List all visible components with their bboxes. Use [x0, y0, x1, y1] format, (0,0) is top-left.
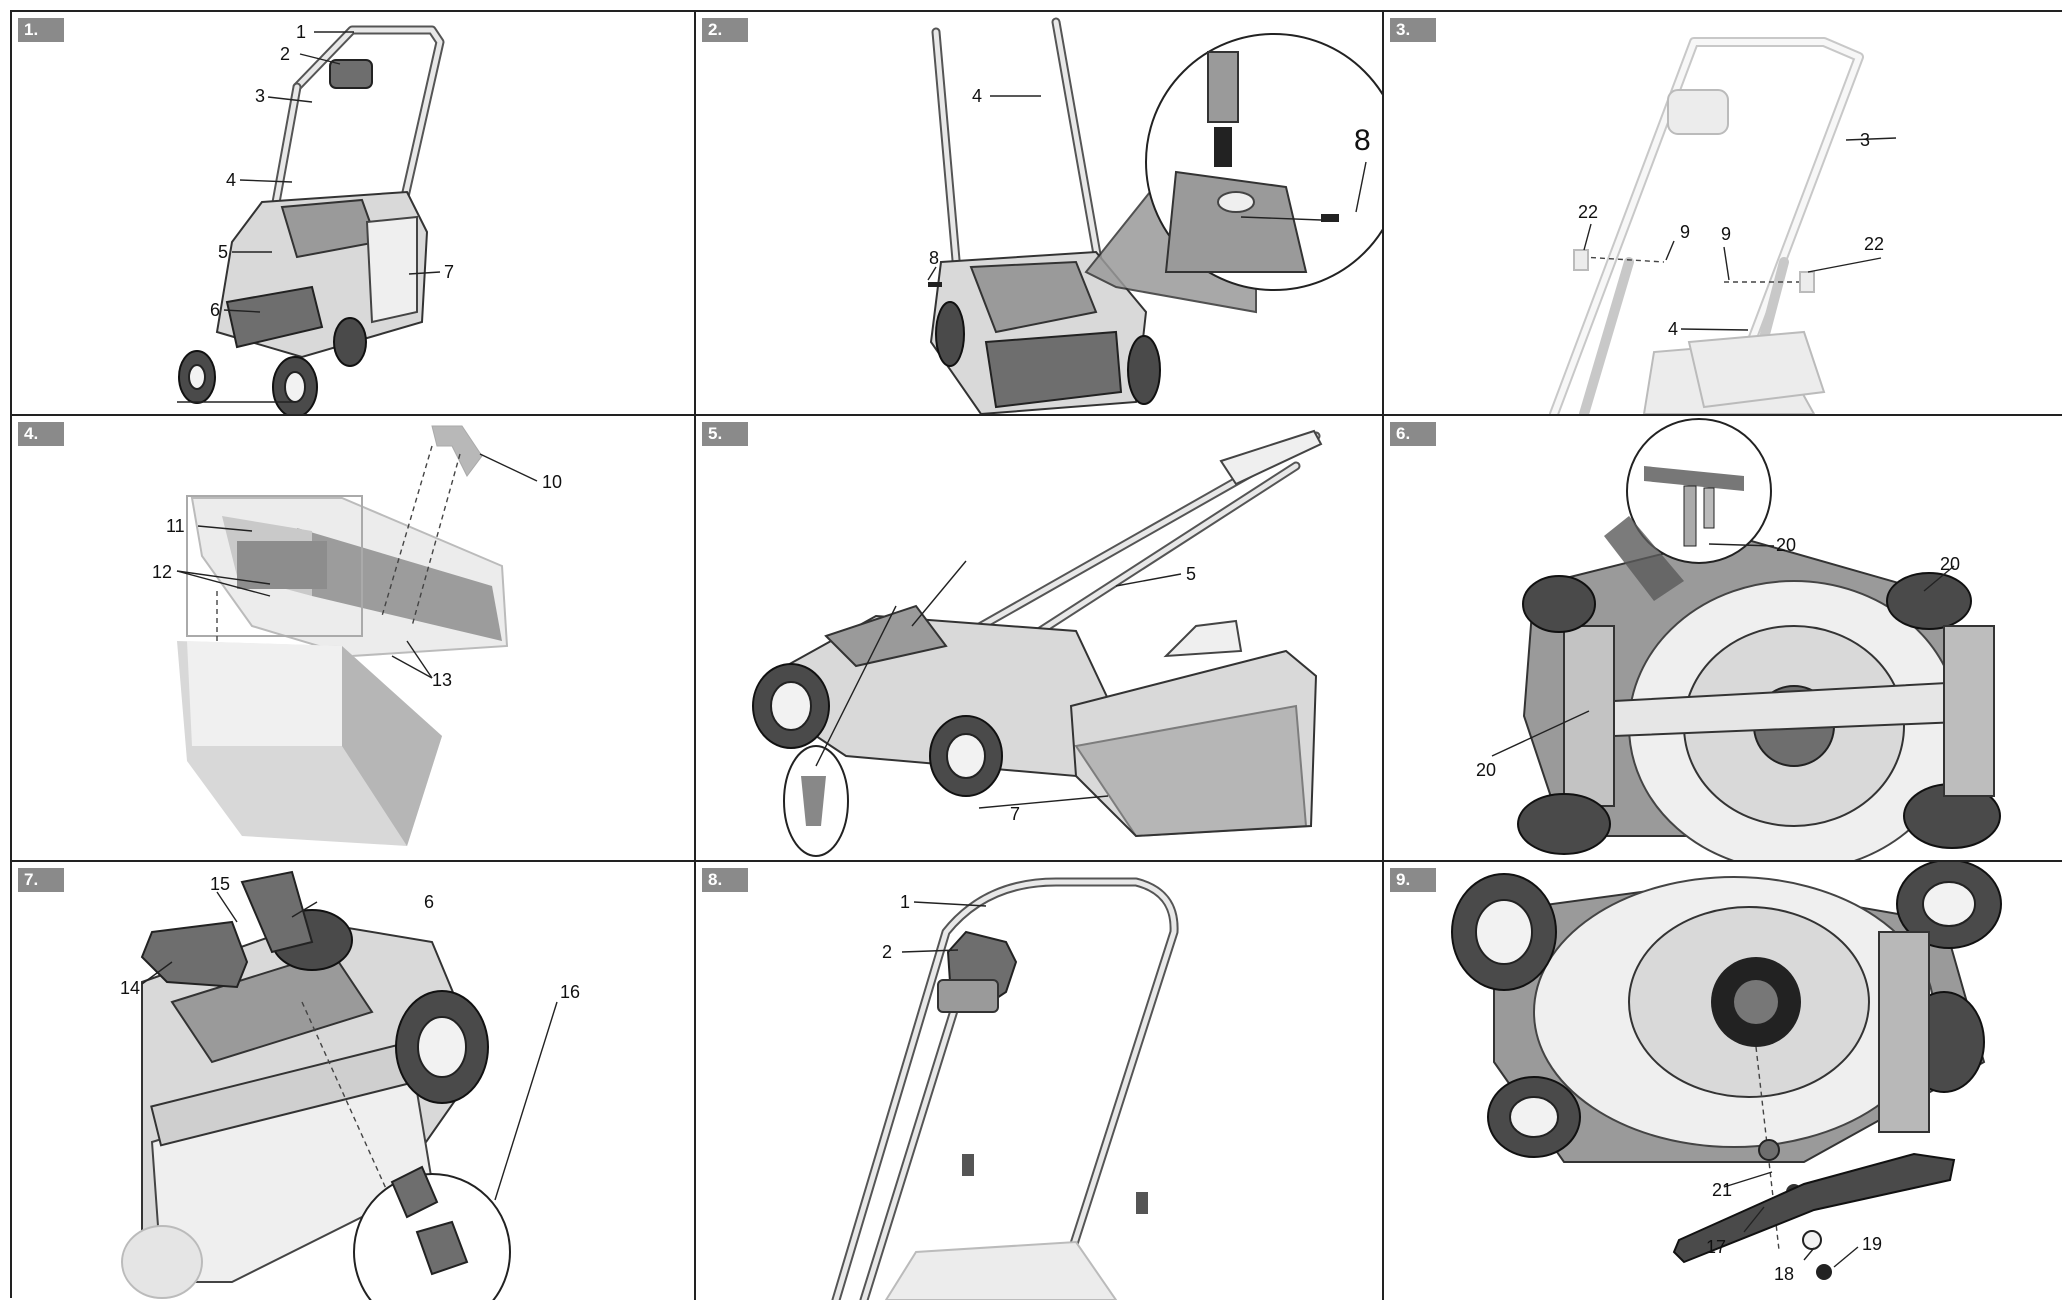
- panel-8-safety-switch-handle: 1 2 8.: [696, 862, 1382, 1300]
- callout-5: 5: [218, 242, 228, 262]
- callout-21: 21: [1712, 1180, 1732, 1200]
- callout-1: 1: [296, 22, 306, 42]
- callout-20-right: 20: [1940, 554, 1960, 574]
- panel-number-badge: 3.: [1390, 18, 1436, 42]
- callout-22-right: 22: [1864, 234, 1884, 254]
- callout-20-left: 20: [1476, 760, 1496, 780]
- grid-divider-vertical-1: [694, 10, 696, 1300]
- zoom-detail-circle: [1626, 418, 1772, 564]
- battery-insertion-drawing: 15 6 14 16: [120, 870, 580, 1300]
- cutting-height-adjust-drawing: 20 20 20: [1476, 418, 2001, 860]
- grid-divider-vertical-2: [1382, 10, 1384, 1300]
- callout-17: 17: [1706, 1237, 1726, 1257]
- callout-15: 15: [210, 874, 230, 894]
- callout-8: 8: [929, 248, 939, 268]
- callout-18: 18: [1774, 1264, 1794, 1284]
- callout-12: 12: [152, 562, 172, 582]
- callout-6: 6: [424, 892, 434, 912]
- callout-7: 7: [444, 262, 454, 282]
- callout-3: 3: [255, 86, 265, 106]
- safety-switch-handle-drawing: 1 2: [831, 877, 1179, 1300]
- callout-2: 2: [280, 44, 290, 64]
- panel-number-badge: 7.: [18, 868, 64, 892]
- callout-9-left: 9: [1680, 222, 1690, 242]
- callout-10: 10: [542, 472, 562, 492]
- callout-11: 11: [166, 516, 185, 536]
- callout-4: 4: [226, 170, 236, 190]
- callout-4: 4: [1668, 319, 1678, 339]
- panel-number-badge: 1.: [18, 18, 64, 42]
- callout-13: 13: [432, 670, 452, 690]
- callout-20-top: 20: [1776, 535, 1796, 555]
- lower-handle-fitting-drawing: 4 8 8: [927, 17, 1382, 414]
- callout-4: 4: [972, 86, 982, 106]
- panel-7-battery-insertion: 15 6 14 16 7.: [12, 862, 694, 1300]
- callout-16: 16: [560, 982, 580, 1002]
- callout-14: 14: [120, 978, 140, 998]
- callout-3: 3: [1860, 130, 1870, 150]
- callout-9-right: 9: [1721, 224, 1731, 244]
- panel-number-badge: 4.: [18, 422, 64, 446]
- panel-number-badge: 2.: [702, 18, 748, 42]
- callout-1: 1: [900, 892, 910, 912]
- panel-2-lower-handle-fitting: 4 8 8 2.: [696, 12, 1382, 414]
- panel-number-badge: 9.: [1390, 868, 1436, 892]
- grass-bag-attach-drawing: 5 7: [752, 429, 1323, 857]
- callout-6: 6: [210, 300, 220, 320]
- panel-number-badge: 6.: [1390, 422, 1436, 446]
- callout-22-left: 22: [1578, 202, 1598, 222]
- callout-19: 19: [1862, 1234, 1882, 1254]
- panel-4-grass-bag-assembly: 10 11 12 13 4.: [12, 416, 694, 860]
- grid-divider-horizontal-1: [10, 414, 2062, 416]
- grid-divider-horizontal-2: [10, 860, 2062, 862]
- panel-6-cutting-height-adjust: 20 20 20 6.: [1384, 416, 2062, 860]
- panel-number-badge: 8.: [702, 868, 748, 892]
- mower-overview-drawing: 1 2 3 4 5 6 7: [177, 22, 454, 414]
- panel-grid-frame: [10, 10, 2062, 1298]
- panel-1-mower-overview: 1 2 3 4 5 6 7 1.: [12, 12, 694, 414]
- upper-handle-fitting-drawing: 3 22 9 9 22 4: [1549, 37, 1897, 414]
- callout-2: 2: [882, 942, 892, 962]
- blade-replacement-drawing: 21 17 18 19: [1451, 862, 2002, 1284]
- callout-7: 7: [1010, 804, 1020, 824]
- panel-number-badge: 5.: [702, 422, 748, 446]
- callout-5: 5: [1186, 564, 1196, 584]
- callout-8-detail: 8: [1354, 124, 1371, 157]
- panel-3-upper-handle-fitting: 3 22 9 9 22 4 3.: [1384, 12, 2062, 414]
- panel-5-grass-bag-attach: 5 7 5.: [696, 416, 1382, 860]
- panel-9-blade-replacement: 21 17 18 19 9.: [1384, 862, 2062, 1300]
- grass-bag-assembly-drawing: 10 11 12 13: [152, 425, 562, 846]
